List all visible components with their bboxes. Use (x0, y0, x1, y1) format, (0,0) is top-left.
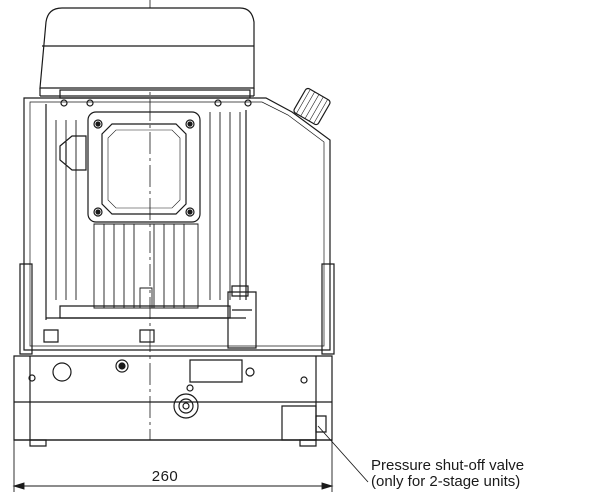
housing (24, 98, 330, 350)
callout-line-2: (only for 2-stage units) (371, 473, 521, 490)
motor-flange (61, 100, 251, 222)
dimension-260 (14, 440, 332, 492)
dimension-label: 260 (151, 468, 179, 485)
base-tank (14, 264, 334, 440)
filler-cap (293, 87, 331, 125)
motor-top-cap (40, 8, 254, 98)
motor-base (44, 306, 246, 342)
valve-block (228, 286, 256, 348)
cable-gland (60, 136, 86, 170)
valve-callout: Pressure shut-off valve (only for 2-stag… (371, 458, 611, 490)
callout-leader (318, 426, 368, 482)
callout-line-1: Pressure shut-off valve (371, 457, 525, 474)
feet (14, 440, 332, 446)
cooling-fins (56, 112, 240, 308)
